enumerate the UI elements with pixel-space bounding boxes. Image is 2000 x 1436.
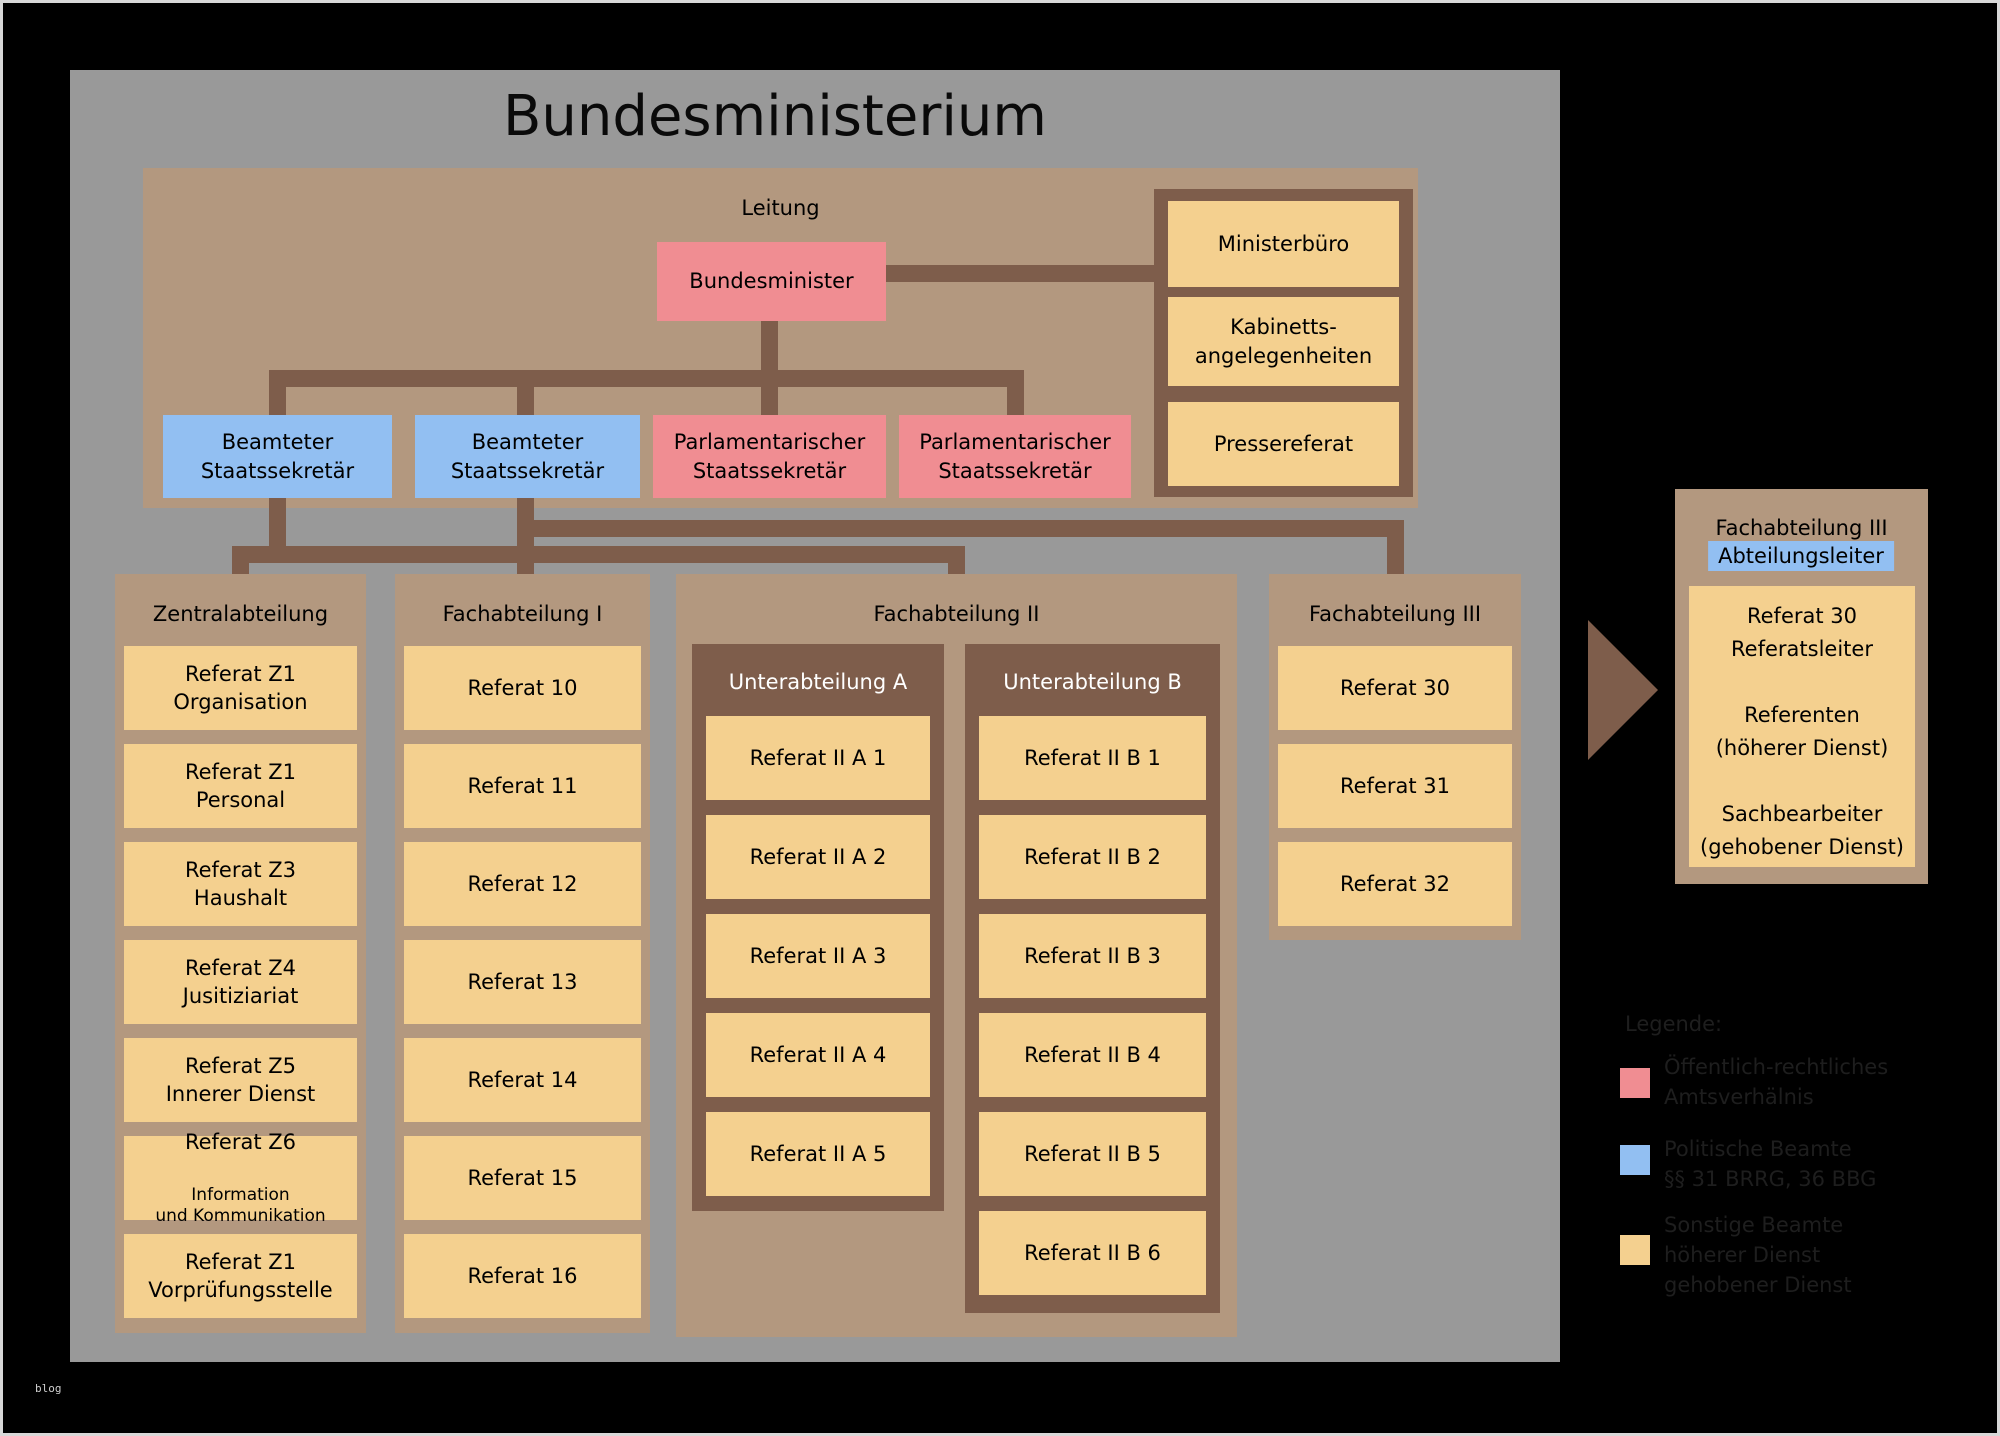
- box-referat-32: Referat 32: [1278, 842, 1512, 926]
- page-title: Bundesministerium: [503, 84, 1047, 149]
- connector-minister-staff: [886, 265, 1156, 282]
- box-referat-ii-a-1: Referat II A 1: [706, 716, 930, 800]
- box-referat-z1-vorpruefungsstelle: Referat Z1 Vorprüfungsstelle: [124, 1234, 357, 1318]
- box-referat-ii-b-5: Referat II B 5: [979, 1112, 1206, 1196]
- legend-title: Legende:: [1625, 1012, 1723, 1036]
- legend-swatch-tan: [1620, 1235, 1650, 1265]
- box-referat-z1-personal: Referat Z1 Personal: [124, 744, 357, 828]
- box-referat-12: Referat 12: [404, 842, 641, 926]
- box-referat-ii-b-3: Referat II B 3: [979, 914, 1206, 998]
- box-referat-z1-organisation: Referat Z1 Organisation: [124, 646, 357, 730]
- connector-drop-secretary-4: [1007, 387, 1024, 415]
- box-referat-15: Referat 15: [404, 1136, 641, 1220]
- box-referat-ii-a-2: Referat II A 2: [706, 815, 930, 899]
- fachabteilung1-label: Fachabteilung I: [442, 602, 603, 626]
- box-referat-11: Referat 11: [404, 744, 641, 828]
- connector-drop-secretary-2: [517, 387, 534, 415]
- zoom-arrow-icon: [1588, 620, 1658, 760]
- legend-item-blue: Politische Beamte §§ 31 BRRG, 36 BBG: [1620, 1134, 1876, 1194]
- legend-label-tan: Sonstige Beamte höherer Dienst gehobener…: [1664, 1213, 1852, 1297]
- box-referat-z6: Referat Z6 Information und Kommunikation: [124, 1130, 357, 1226]
- box-referat-ii-b-4: Referat II B 4: [979, 1013, 1206, 1097]
- legend-label-blue: Politische Beamte §§ 31 BRRG, 36 BBG: [1664, 1137, 1877, 1191]
- box-referat-30: Referat 30: [1278, 646, 1512, 730]
- box-referat-z4-jusitiziariat: Referat Z4 Jusitiziariat: [124, 940, 357, 1024]
- box-parlamentarischer-staatssekretaer-1: Parlamentarischer Staatssekretär: [653, 415, 886, 498]
- box-referat-ii-a-5: Referat II A 5: [706, 1112, 930, 1196]
- box-referat-ii-b-6: Referat II B 6: [979, 1211, 1206, 1295]
- detail-referat-box: Referat 30 Referatsleiter Referenten (hö…: [1689, 586, 1915, 867]
- referat-z6-title: Referat Z6: [184, 1130, 297, 1155]
- box-referat-16: Referat 16: [404, 1234, 641, 1318]
- referat-z6-subtitle: Information und Kommunikation: [155, 1185, 326, 1227]
- legend-label-pink: Öffentlich-rechtliches Amtsverhälnis: [1664, 1055, 1889, 1109]
- box-beamteter-staatssekretaer-2: Beamteter Staatssekretär: [415, 415, 640, 498]
- detail-panel-title: Fachabteilung III: [1715, 516, 1888, 540]
- box-parlamentarischer-staatssekretaer-2: Parlamentarischer Staatssekretär: [899, 415, 1131, 498]
- box-referat-z5-innerer-dienst: Referat Z5 Innerer Dienst: [124, 1038, 357, 1122]
- leitung-label: Leitung: [741, 196, 820, 220]
- unterabteilung-a-label: Unterabteilung A: [728, 670, 908, 694]
- connector-minister-vertical: [761, 321, 778, 415]
- box-referat-ii-a-4: Referat II A 4: [706, 1013, 930, 1097]
- box-bundesminister: Bundesminister: [657, 242, 886, 321]
- unterabteilung-b-label: Unterabteilung B: [1003, 670, 1182, 694]
- box-referat-ii-b-2: Referat II B 2: [979, 815, 1206, 899]
- connector-drop-zentralabteilung: [232, 563, 249, 574]
- connector-secretaries-bar: [269, 370, 1024, 387]
- box-referat-13: Referat 13: [404, 940, 641, 1024]
- box-referat-ii-b-1: Referat II B 1: [979, 716, 1206, 800]
- legend-swatch-pink: [1620, 1068, 1650, 1098]
- box-ministerbuero: Ministerbüro: [1168, 201, 1399, 287]
- watermark-blog: blog: [35, 1382, 62, 1395]
- legend-swatch-blue: [1620, 1145, 1650, 1175]
- connector-drop-fachabteilung3: [1387, 537, 1404, 574]
- box-referat-31: Referat 31: [1278, 744, 1512, 828]
- connector-drop-fachabteilung2: [948, 563, 965, 574]
- connector-bar-departments: [232, 546, 965, 563]
- fachabteilung3-label: Fachabteilung III: [1308, 602, 1482, 626]
- box-referat-14: Referat 14: [404, 1038, 641, 1122]
- box-kabinettsangelegenheiten: Kabinetts- angelegenheiten: [1168, 297, 1399, 386]
- box-pressereferat: Pressereferat: [1168, 402, 1399, 486]
- zentralabteilung-label: Zentralabteilung: [152, 602, 329, 626]
- detail-abteilungsleiter-highlight: Abteilungsleiter: [1708, 541, 1894, 571]
- box-referat-ii-a-3: Referat II A 3: [706, 914, 930, 998]
- box-referat-10: Referat 10: [404, 646, 641, 730]
- box-beamteter-staatssekretaer-1: Beamteter Staatssekretär: [163, 415, 392, 498]
- box-referat-z3-haushalt: Referat Z3 Haushalt: [124, 842, 357, 926]
- connector-drop-secretary-1: [269, 387, 286, 415]
- legend-item-pink: Öffentlich-rechtliches Amtsverhälnis: [1620, 1052, 1888, 1112]
- connector-bar-to-fachabteilung3: [517, 520, 1404, 537]
- fachabteilung2-label: Fachabteilung II: [873, 602, 1040, 626]
- legend-item-tan: Sonstige Beamte höherer Dienst gehobener…: [1620, 1210, 1852, 1300]
